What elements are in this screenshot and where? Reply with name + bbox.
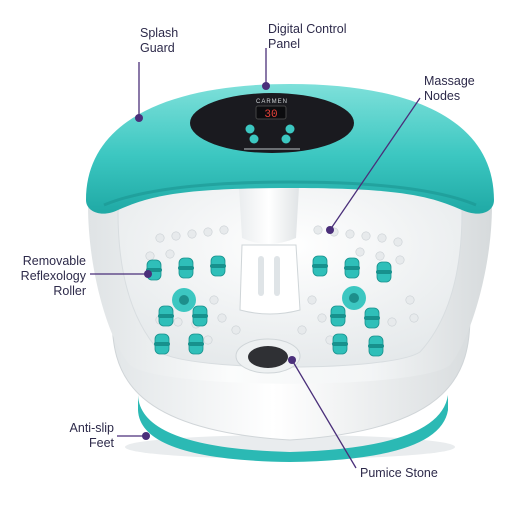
reflexology-roller[interactable] bbox=[178, 257, 194, 279]
control-button[interactable] bbox=[285, 124, 295, 134]
label-control-panel: Digital Control Panel bbox=[268, 22, 347, 52]
massage-node bbox=[203, 335, 213, 345]
reflexology-roller[interactable] bbox=[330, 305, 346, 327]
reflexology-roller[interactable] bbox=[368, 335, 384, 357]
label-line: Feet bbox=[88, 436, 114, 450]
massage-node bbox=[409, 313, 419, 323]
massage-node bbox=[297, 325, 307, 335]
callout-line-pumice bbox=[291, 359, 357, 469]
massage-node bbox=[307, 295, 317, 305]
massage-node bbox=[387, 317, 397, 327]
massage-node bbox=[155, 233, 165, 243]
massage-node bbox=[209, 295, 219, 305]
reflexology-roller[interactable] bbox=[312, 255, 328, 277]
callout-dot-pumice bbox=[288, 356, 296, 364]
callout-dot-control-panel bbox=[262, 82, 270, 90]
reflexology-roller[interactable] bbox=[364, 307, 380, 329]
center-column bbox=[238, 170, 300, 244]
massage-node bbox=[231, 325, 241, 335]
massage-node bbox=[377, 233, 387, 243]
massage-node bbox=[345, 229, 355, 239]
label-line: Anti-slip bbox=[69, 421, 114, 435]
label-antislip-feet: Anti-slip Feet bbox=[52, 421, 114, 451]
display-frame bbox=[255, 105, 287, 120]
panel-caption bbox=[244, 148, 300, 150]
massage-node bbox=[219, 225, 229, 235]
massage-node bbox=[375, 251, 385, 261]
reflexology-roller[interactable] bbox=[188, 333, 204, 355]
label-splash-guard: Splash Guard bbox=[140, 26, 178, 56]
control-button[interactable] bbox=[249, 134, 259, 144]
massage-node bbox=[361, 231, 371, 241]
massage-node bbox=[145, 251, 155, 261]
label-line: Massage bbox=[424, 74, 475, 88]
massage-node bbox=[173, 317, 183, 327]
massage-node bbox=[313, 225, 323, 235]
callout-dots bbox=[135, 82, 334, 440]
temperature-display: 30 bbox=[264, 109, 277, 121]
control-button[interactable] bbox=[245, 124, 255, 134]
jet-right bbox=[342, 286, 366, 310]
label-line: Panel bbox=[268, 37, 300, 51]
callout-line-massage-nodes bbox=[329, 97, 421, 231]
massage-node bbox=[203, 227, 213, 237]
massage-node bbox=[187, 229, 197, 239]
reflexology-roller[interactable] bbox=[192, 305, 208, 327]
pumice-stone bbox=[248, 346, 288, 368]
massage-node bbox=[393, 237, 403, 247]
control-button[interactable] bbox=[281, 134, 291, 144]
reflexology-roller[interactable] bbox=[332, 333, 348, 355]
label-reflexology-roller: Removable Reflexology Roller bbox=[6, 254, 86, 299]
reflexology-roller[interactable] bbox=[344, 257, 360, 279]
label-pumice-stone: Pumice Stone bbox=[360, 466, 438, 481]
callout-dot-feet bbox=[142, 432, 150, 440]
reflexology-roller[interactable] bbox=[210, 255, 226, 277]
roller-group bbox=[146, 255, 392, 357]
callout-dot-roller bbox=[144, 270, 152, 278]
splash-guard-rim bbox=[103, 180, 477, 207]
label-line: Roller bbox=[53, 284, 86, 298]
massage-node bbox=[217, 313, 227, 323]
label-massage-nodes: Massage Nodes bbox=[424, 74, 475, 104]
reflexology-roller[interactable] bbox=[158, 305, 174, 327]
label-line: Guard bbox=[140, 41, 175, 55]
center-slot-frame bbox=[239, 244, 301, 315]
callout-lines bbox=[90, 48, 421, 469]
jet-left bbox=[172, 288, 196, 312]
control-panel bbox=[190, 93, 354, 153]
massage-node bbox=[171, 231, 181, 241]
center-slot bbox=[258, 256, 264, 296]
callout-dot-splash-guard bbox=[135, 114, 143, 122]
reflexology-roller[interactable] bbox=[154, 333, 170, 355]
massage-node bbox=[355, 247, 365, 257]
label-line: Digital Control bbox=[268, 22, 347, 36]
label-line: Reflexology bbox=[20, 269, 86, 283]
brand-logo: CARMEN bbox=[256, 99, 288, 105]
base-ring bbox=[138, 395, 448, 462]
label-line: Nodes bbox=[424, 89, 461, 103]
massage-node bbox=[405, 295, 415, 305]
label-line: Splash bbox=[140, 26, 179, 40]
massage-node bbox=[165, 249, 175, 259]
center-slot bbox=[274, 256, 280, 296]
label-line: Removable bbox=[22, 254, 86, 268]
massage-node bbox=[395, 255, 405, 265]
callout-dot-massage-nodes bbox=[326, 226, 334, 234]
reflexology-roller[interactable] bbox=[376, 261, 392, 283]
label-line: Pumice Stone bbox=[360, 466, 438, 480]
massage-node bbox=[317, 313, 327, 323]
